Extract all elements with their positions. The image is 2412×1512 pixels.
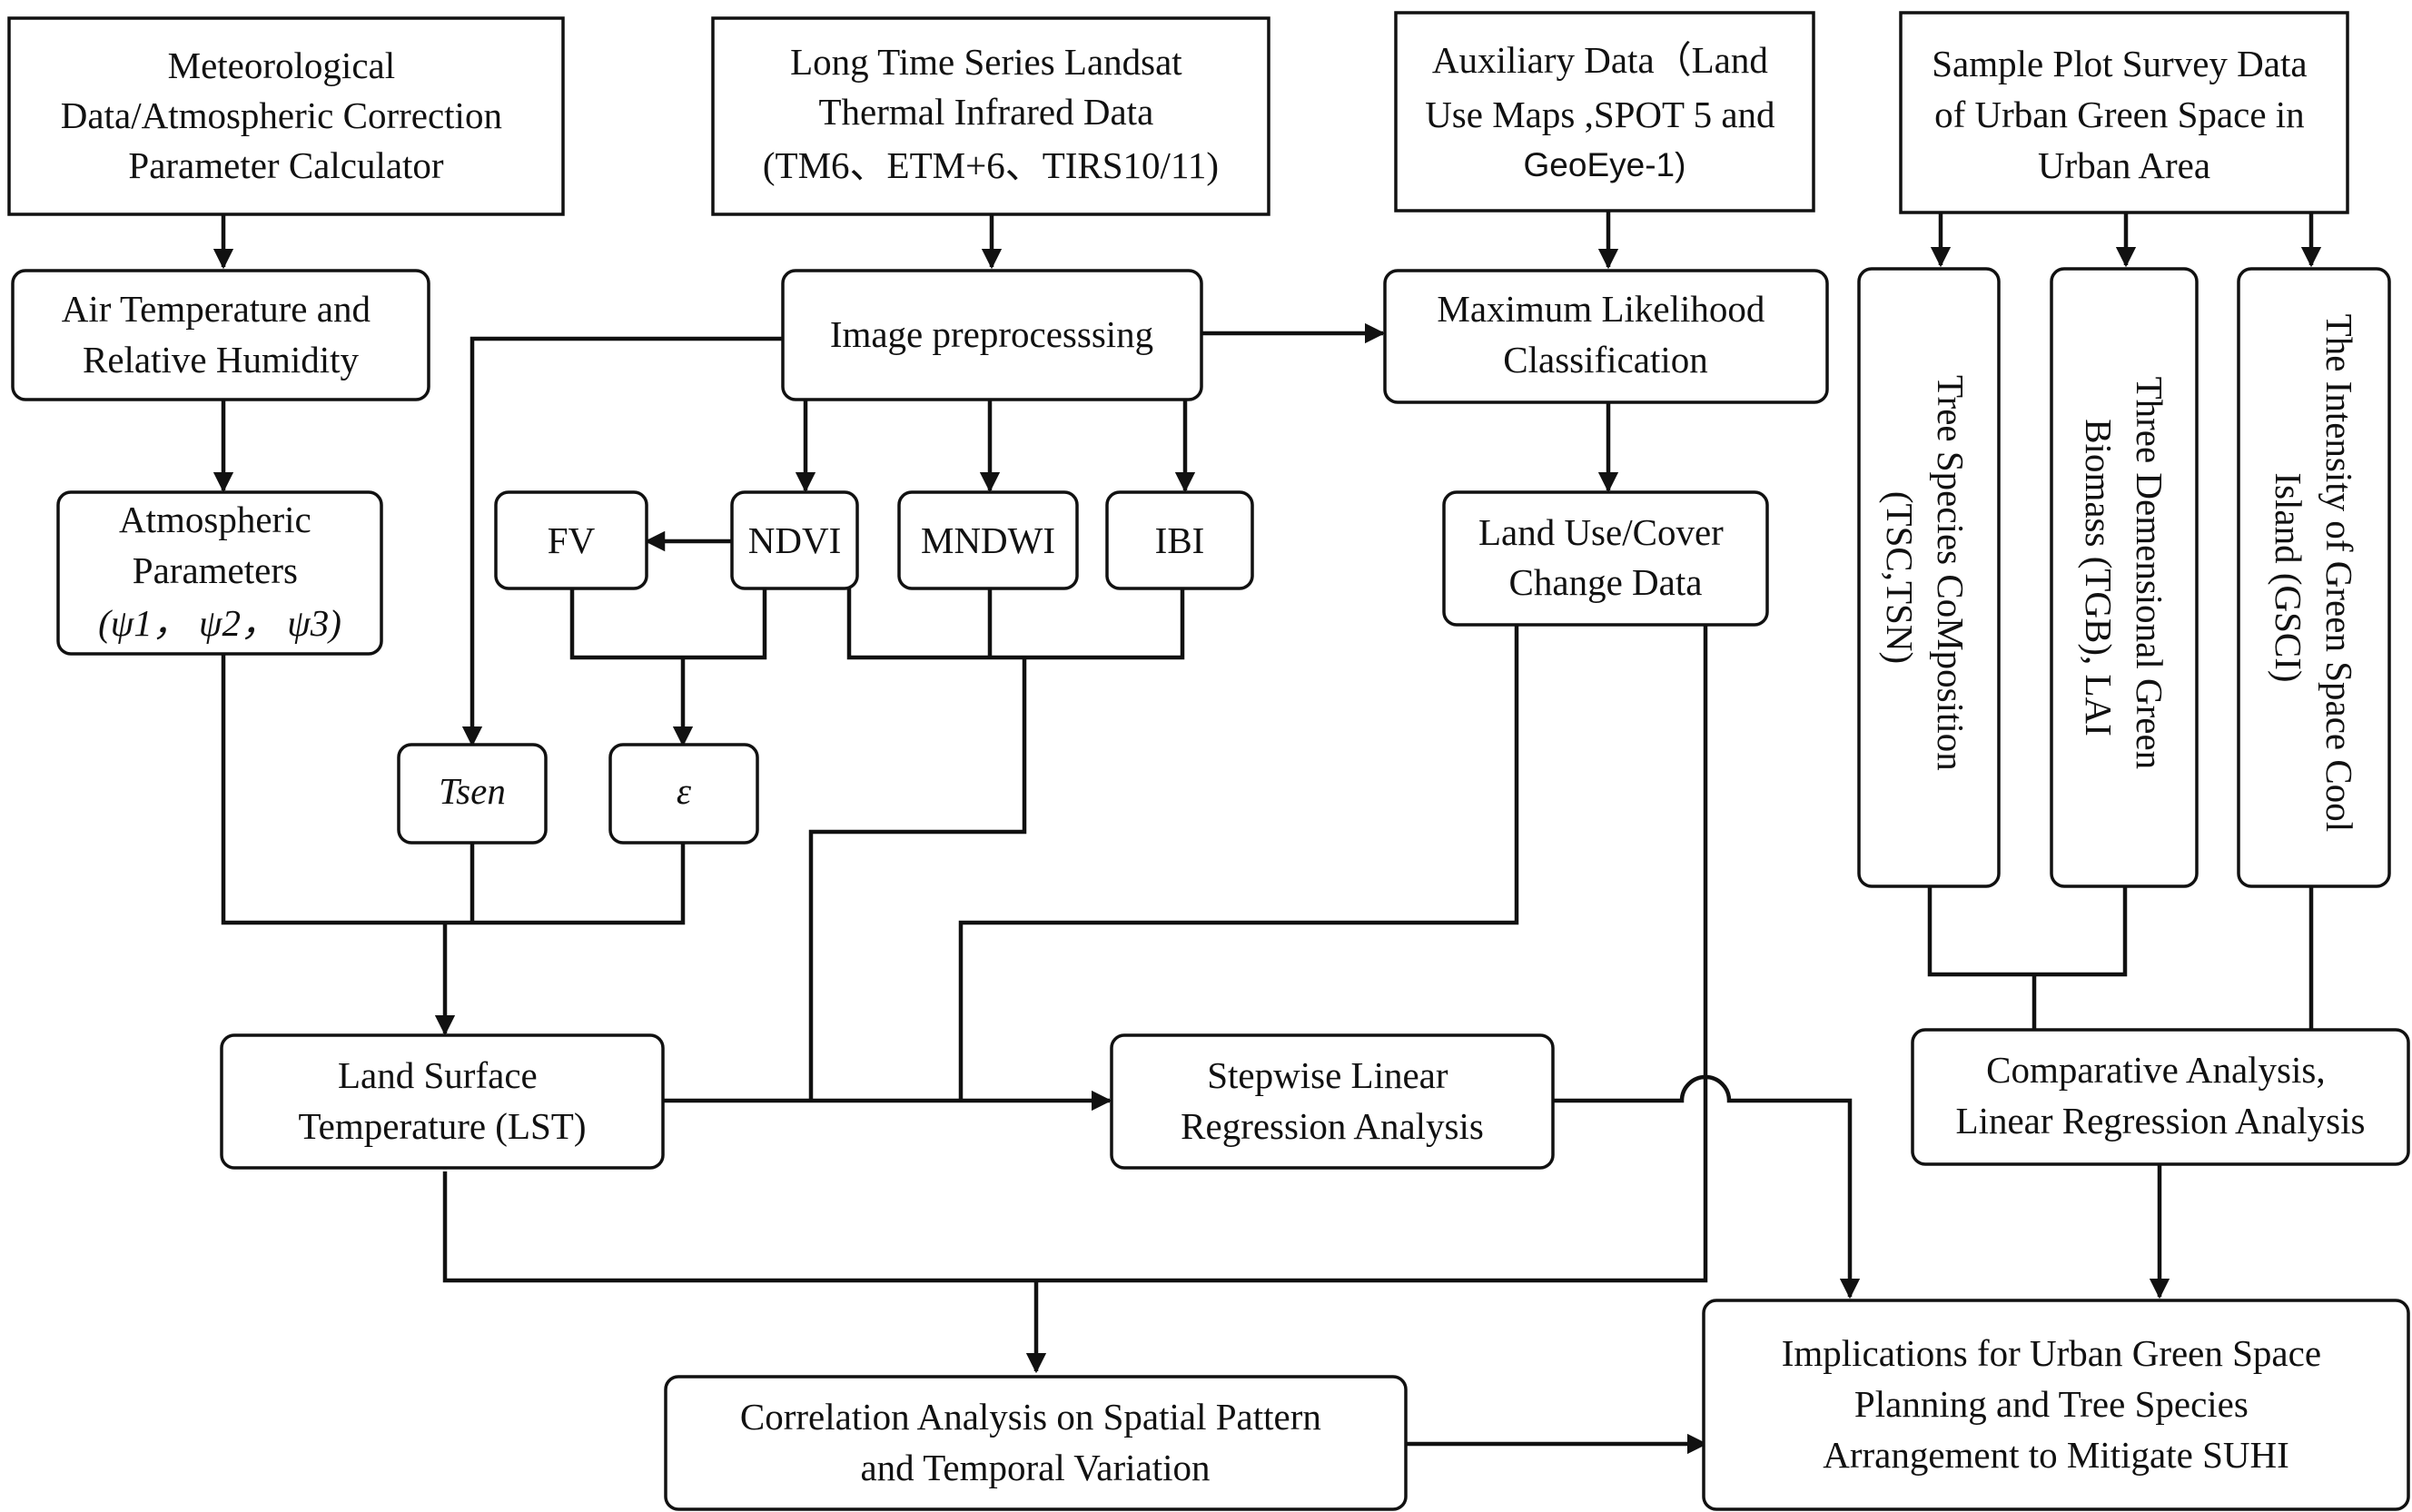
svg-text:Air Temperature and Rela: Air Temperature and Relative Humidity bbox=[62, 288, 380, 380]
sample-plot-line-2: of Urban Green Space in bbox=[1934, 94, 2305, 135]
box-ibi: IBI bbox=[1105, 490, 1254, 590]
arrow-preprocessing-to-tsen bbox=[461, 336, 783, 747]
svg-text:Atmospheric Parameters: Atmospheric Parameters (ψ1， ψ2， ψ3) bbox=[98, 499, 341, 644]
box-epsilon: ε bbox=[608, 743, 759, 845]
box-tsen: Tsen bbox=[397, 743, 548, 845]
box-auxiliary-data: Auxiliary Data（Land Use Maps ,SPOT 5 and… bbox=[1394, 11, 1815, 212]
atmospheric-line-3: (ψ1， ψ2， ψ3) bbox=[98, 602, 341, 644]
cool-island-line-1: The Intensity of Green Space Cool bbox=[2318, 314, 2360, 832]
implications-line-2: Planning and Tree Species bbox=[1854, 1383, 2249, 1425]
sample-plot-line-3: Urban Area bbox=[2038, 144, 2210, 186]
landsat-line-2: Thermal Infrared Data bbox=[818, 91, 1153, 133]
box-meteorological-data: Meteorological Data/Atmospheric Correcti… bbox=[7, 16, 565, 216]
land-use-line-1: Land Use/Cover bbox=[1478, 511, 1724, 553]
tree-species-line-2: (TSC,TSN) bbox=[1879, 491, 1921, 664]
box-implications: Implications for Urban Green Space Plann… bbox=[1702, 1299, 2410, 1511]
box-land-use-change: Land Use/Cover Change Data bbox=[1442, 490, 1769, 627]
box-stepwise-regression: Stepwise Linear Regression Analysis bbox=[1110, 1033, 1555, 1170]
mndwi-label: MNDWI bbox=[921, 519, 1055, 561]
meteorological-line-2: Data/Atmospheric Correction bbox=[61, 94, 502, 136]
svg-text:Stepwise Linear Regressi: Stepwise Linear Regression Analysis bbox=[1181, 1054, 1484, 1147]
svg-text:Land Surface Temperature: Land Surface Temperature (LST) bbox=[298, 1054, 586, 1147]
svg-text:Sample Plot Survey Data: Sample Plot Survey Data of Urban Green S… bbox=[1932, 43, 2317, 186]
box-sample-plot-data: Sample Plot Survey Data of Urban Green S… bbox=[1899, 11, 2349, 214]
line-landuse-to-merge bbox=[442, 625, 1708, 1283]
svg-text:Tree Species CoMposition: Tree Species CoMposition (TSC,TSN) bbox=[1879, 375, 1972, 780]
green-biomass-line-2: Biomass (TGB), LAI bbox=[2078, 419, 2120, 736]
svg-text:Comparative Analysis, Li: Comparative Analysis, Linear Regression … bbox=[1956, 1049, 2366, 1141]
box-tree-species: Tree Species CoMposition (TSC,TSN) bbox=[1857, 267, 2001, 888]
box-correlation-analysis: Correlation Analysis on Spatial Pattern … bbox=[664, 1375, 1408, 1511]
sample-plot-line-1: Sample Plot Survey Data bbox=[1932, 43, 2307, 84]
box-ndvi: NDVI bbox=[730, 490, 859, 590]
stepwise-line-1: Stepwise Linear bbox=[1207, 1054, 1448, 1096]
implications-line-3: Arrangement to Mitigate SUHI bbox=[1823, 1434, 2289, 1476]
svg-text:The Intensity of Green Space C: The Intensity of Green Space Cool Island… bbox=[2268, 314, 2360, 842]
box-cool-island: The Intensity of Green Space Cool Island… bbox=[2237, 267, 2391, 888]
correlation-line-1: Correlation Analysis on Spatial Pattern bbox=[740, 1396, 1321, 1438]
box-fv: FV bbox=[494, 490, 648, 590]
svg-text:Long Time Series Landsat: Long Time Series Landsat Thermal Infrare… bbox=[763, 41, 1219, 186]
svg-text:Auxiliary Data（Land Use: Auxiliary Data（Land Use Maps ,SPOT 5 and… bbox=[1425, 39, 1784, 183]
air-temperature-line-1: Air Temperature and bbox=[62, 288, 371, 330]
box-lst: Land Surface Temperature (LST) bbox=[220, 1033, 665, 1170]
tree-species-line-1: Tree Species CoMposition bbox=[1930, 375, 1972, 771]
box-comparative-analysis: Comparative Analysis, Linear Regression … bbox=[1911, 1028, 2410, 1166]
line-tsc-tgb-join bbox=[1927, 886, 2128, 977]
epsilon-label: ε bbox=[677, 770, 692, 812]
green-biomass-line-1: Three Demensional Green bbox=[2129, 377, 2170, 770]
box-image-preprocessing: Image preprocesssing bbox=[781, 269, 1203, 401]
atmospheric-line-1: Atmospheric bbox=[119, 499, 311, 540]
fv-label: FV bbox=[548, 519, 596, 561]
svg-text:Correlation Analysis on Spatia: Correlation Analysis on Spatial Pattern … bbox=[740, 1396, 1330, 1488]
svg-text:Three Demensional Green: Three Demensional Green Biomass (TGB), L… bbox=[2078, 377, 2170, 779]
line-landuse-to-lst bbox=[958, 625, 1519, 1101]
line-fv-ndvi-join bbox=[569, 588, 767, 660]
ibi-label: IBI bbox=[1155, 519, 1205, 561]
max-likelihood-line-1: Maximum Likelihood bbox=[1437, 288, 1765, 330]
connectors bbox=[213, 211, 2322, 1455]
auxiliary-line-2: Use Maps ,SPOT 5 and bbox=[1425, 94, 1774, 135]
box-atmospheric-params: Atmospheric Parameters (ψ1， ψ2， ψ3) bbox=[56, 490, 383, 656]
atmospheric-line-2: Parameters bbox=[133, 549, 298, 591]
correlation-line-2: and Temporal Variation bbox=[860, 1447, 1210, 1488]
comparative-line-2: Linear Regression Analysis bbox=[1956, 1100, 2366, 1141]
line-indices-to-lst bbox=[808, 657, 1027, 1101]
box-mndwi: MNDWI bbox=[897, 490, 1079, 590]
comparative-line-1: Comparative Analysis, bbox=[1986, 1049, 2326, 1091]
auxiliary-line-3: GeoEye-1) bbox=[1524, 146, 1686, 183]
image-preprocessing-label: Image preprocesssing bbox=[830, 313, 1153, 355]
svg-text:Implications for Urban Green S: Implications for Urban Green Space Plann… bbox=[1782, 1332, 2331, 1476]
lst-line-2: Temperature (LST) bbox=[298, 1105, 586, 1147]
meteorological-line-1: Meteorological bbox=[168, 44, 395, 86]
box-landsat-data: Long Time Series Landsat Thermal Infrare… bbox=[711, 16, 1270, 216]
landsat-line-3: (TM6、ETM+6、TIRS10/11) bbox=[763, 144, 1219, 186]
auxiliary-line-1: Auxiliary Data（Land bbox=[1432, 39, 1768, 81]
implications-line-1: Implications for Urban Green Space bbox=[1782, 1332, 2321, 1374]
land-use-line-2: Change Data bbox=[1509, 561, 1703, 603]
meteorological-line-3: Parameter Calculator bbox=[128, 144, 444, 186]
max-likelihood-line-2: Classification bbox=[1503, 339, 1707, 380]
svg-text:Meteorological Data/Atmo: Meteorological Data/Atmospheric Correcti… bbox=[61, 44, 511, 186]
landsat-line-1: Long Time Series Landsat bbox=[790, 41, 1182, 83]
svg-text:Maximum Likelihood Class: Maximum Likelihood Classification bbox=[1437, 288, 1774, 380]
line-indices-join bbox=[846, 588, 1185, 660]
tsen-label: Tsen bbox=[439, 770, 506, 812]
air-temperature-line-2: Relative Humidity bbox=[83, 339, 360, 380]
lst-line-1: Land Surface bbox=[338, 1054, 538, 1096]
box-air-temperature: Air Temperature and Relative Humidity bbox=[11, 269, 430, 401]
ndvi-label: NDVI bbox=[748, 519, 841, 561]
box-green-biomass: Three Demensional Green Biomass (TGB), L… bbox=[2050, 267, 2199, 888]
line-atmos-down bbox=[221, 654, 686, 925]
svg-text:Land Use/Cover Change Da: Land Use/Cover Change Data bbox=[1478, 511, 1733, 603]
cool-island-line-2: Island (GSCI) bbox=[2268, 472, 2309, 682]
arrow-stepwise-to-implications bbox=[1553, 1074, 1861, 1300]
stepwise-line-2: Regression Analysis bbox=[1181, 1105, 1484, 1147]
box-max-likelihood: Maximum Likelihood Classification bbox=[1383, 269, 1829, 404]
